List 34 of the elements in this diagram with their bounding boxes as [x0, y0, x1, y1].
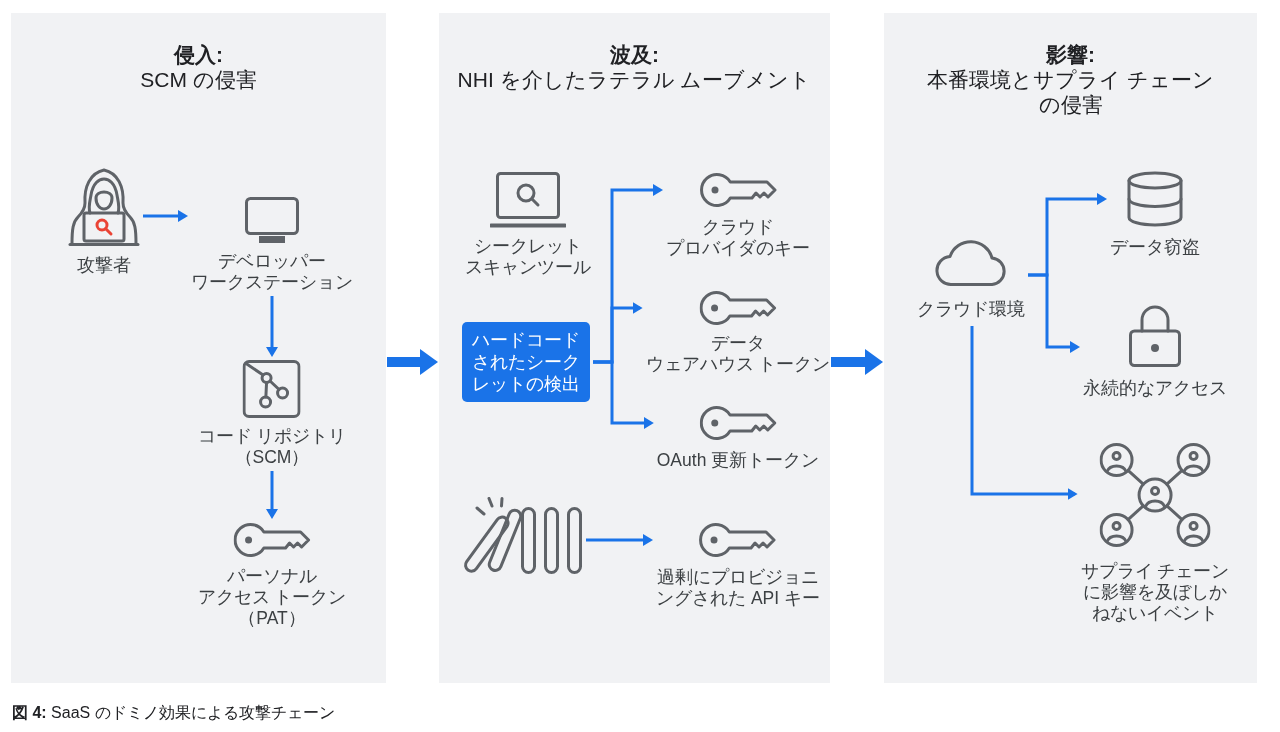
icon-label: 永続的なアクセス — [1083, 378, 1227, 399]
block-arrow — [387, 349, 438, 375]
icon-label: サプライ チェーンに影響を及ぼしかねないイベント — [1080, 561, 1230, 624]
arrow — [1028, 273, 1080, 353]
icon-label: デベロッパーワークステーション — [191, 251, 353, 293]
arrow — [266, 296, 278, 357]
icon-label: 攻撃者 — [77, 255, 131, 276]
panel-subtitle: NHI を介したラテラル ムーブメント — [457, 67, 812, 92]
dominoes-icon — [462, 497, 583, 574]
icon-label: クラウドプロバイダのキー — [666, 217, 810, 259]
icon-label: 過剰にプロビジョニングされた API キー — [656, 567, 820, 609]
panel-title: 侵入: — [174, 42, 223, 67]
panel-title: 影響: — [1046, 42, 1095, 67]
figure-caption: 図 4: SaaS のドミノ効果による攻撃チェーン — [12, 703, 335, 723]
icon-label: データ窃盗 — [1110, 237, 1200, 258]
arrow — [593, 360, 654, 429]
arrow — [586, 534, 653, 546]
panel-subtitle: SCM の侵害 — [140, 67, 257, 92]
panel-subtitle: 本番環境とサプライ チェーンの侵害 — [927, 67, 1214, 117]
arrow — [143, 210, 188, 222]
panel — [884, 13, 1257, 683]
panel — [11, 13, 386, 683]
icon-label: シークレットスキャンツール — [465, 236, 591, 278]
icon-label: パーソナルアクセス トークン（PAT） — [197, 566, 347, 629]
icon-label: コード リポジトリ（SCM） — [197, 426, 347, 468]
icon-label: データウェアハウス トークン — [645, 333, 831, 375]
arrow — [266, 471, 278, 519]
panel — [439, 13, 830, 683]
block-arrow — [831, 349, 883, 375]
icon-label: クラウド環境 — [917, 299, 1025, 320]
icon-label: OAuth 更新トークン — [656, 450, 820, 471]
arrow — [970, 326, 1078, 500]
process-box: ハードコードされたシークレットの検出 — [462, 322, 590, 402]
panel-title: 波及: — [610, 42, 659, 67]
